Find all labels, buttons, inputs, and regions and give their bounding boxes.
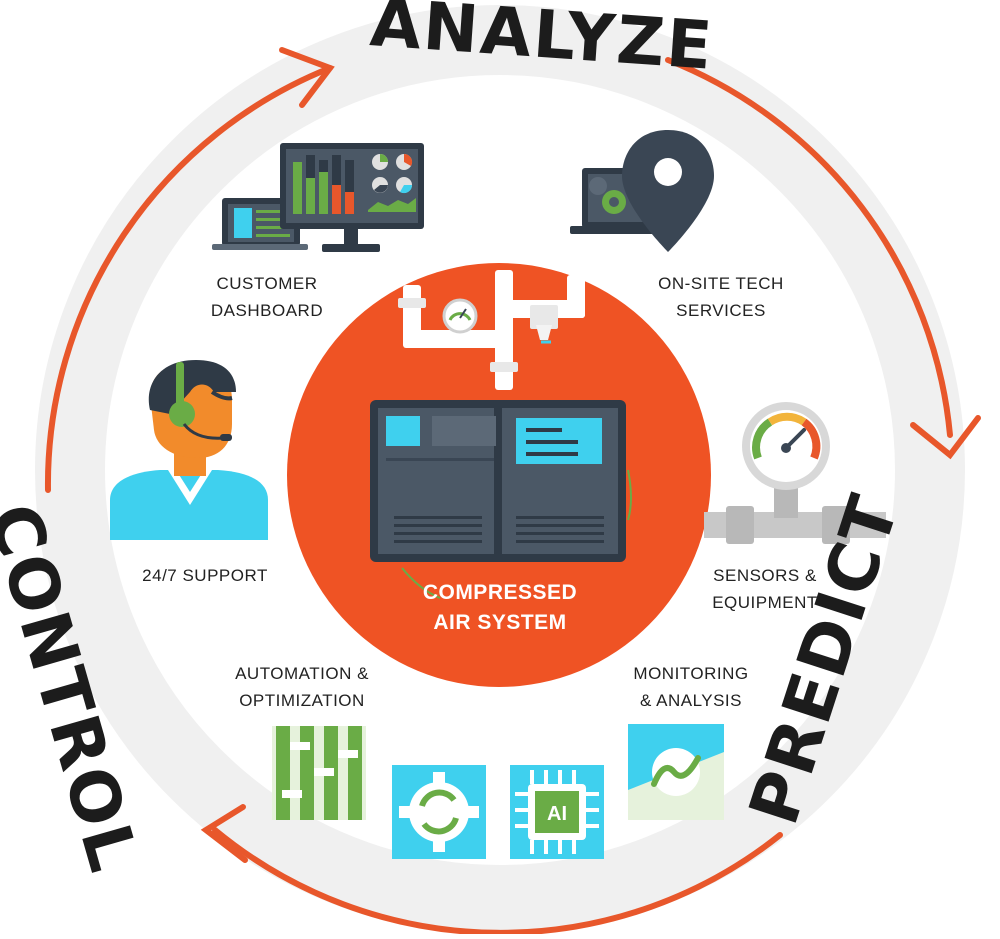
label-line: 24/7 SUPPORT [142,566,268,585]
label-customer-dashboard: CUSTOMER DASHBOARD [192,270,342,324]
cycle-arrows [44,47,981,936]
support-agent-icon [110,360,268,540]
label-line: & ANALYSIS [639,691,742,710]
label-line: CUSTOMER [216,274,318,293]
arrow-head-analyze [279,47,335,108]
dashboard-monitor-icon [212,143,424,252]
pressure-gauge-icon [704,402,886,544]
label-sensors: SENSORS & EQUIPMENT [690,562,840,616]
ai-chip-label: AI [547,803,567,825]
center-label-line1: COMPRESSED [422,581,578,604]
location-pin-icon [570,130,714,252]
arrow-head-control [200,804,248,863]
label-line: OPTIMIZATION [239,691,365,710]
accent-line [401,567,441,599]
gear-sync-icon [392,765,486,859]
arrow-predict-to-control [212,827,783,936]
center-label-line2: AIR SYSTEM [433,611,567,634]
sliders-icon [272,726,366,820]
label-support: 24/7 SUPPORT [130,562,280,589]
monitoring-chart-icon [628,724,724,820]
arrow-head-predict [910,415,981,460]
label-line: AUTOMATION & [235,664,369,683]
pipes-icon [398,270,585,390]
label-line: SERVICES [676,301,766,320]
center-label: COMPRESSED AIR SYSTEM [395,578,605,638]
control-panel-icon [370,400,626,562]
accent-line [627,469,632,521]
small-gauge-icon [442,298,478,334]
gear-icon [589,177,607,195]
label-line: DASHBOARD [210,301,324,320]
label-monitoring: MONITORING & ANALYSIS [616,660,766,714]
background-ring [35,5,965,935]
label-line: ON-SITE TECH [658,274,784,293]
label-line: EQUIPMENT [712,593,818,612]
label-line: MONITORING [633,664,749,683]
label-onsite-tech: ON-SITE TECH SERVICES [646,270,796,324]
arrow-control-to-analyze [44,65,333,493]
ai-chip-icon: AI [510,765,604,859]
label-line: SENSORS & [713,566,817,585]
label-automation: AUTOMATION & OPTIMIZATION [222,660,382,714]
arrow-analyze-to-predict [665,57,953,438]
